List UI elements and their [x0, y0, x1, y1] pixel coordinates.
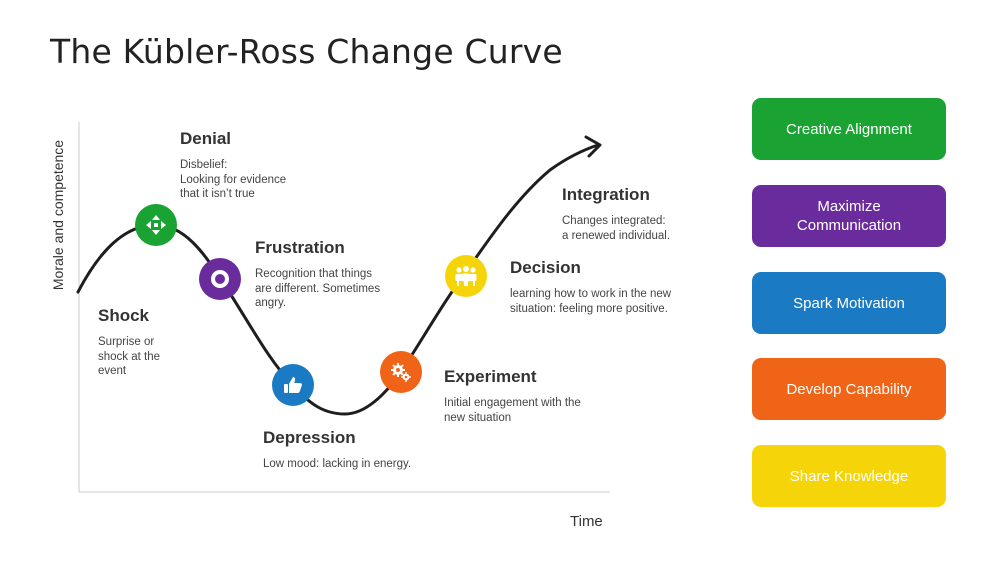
stage-experiment: Experiment Initial engagement with the n…	[444, 367, 581, 425]
stage-frustration-title: Frustration	[255, 238, 345, 257]
maximize-communication-button[interactable]: Maximize Communication	[752, 185, 946, 247]
stage-denial-description: Disbelief: Looking for evidence that it …	[180, 159, 287, 200]
stage-integration: Integration Changes integrated: a renewe…	[562, 185, 670, 243]
creative-alignment-button[interactable]: Creative Alignment	[752, 98, 946, 160]
experiment-node	[380, 351, 422, 393]
denial-node	[135, 204, 177, 246]
stage-frustration-description: Recognition that things are different. S…	[255, 268, 381, 309]
x-axis-label: Time	[570, 513, 603, 530]
decision-node	[445, 255, 487, 297]
stage-decision-title: Decision	[510, 258, 581, 277]
depression-node	[272, 364, 314, 406]
stage-depression-description: Low mood: lacking in energy.	[263, 458, 412, 470]
people-icon	[455, 266, 477, 286]
ring-icon	[211, 270, 229, 288]
stage-shock-description: Surprise or shock at the event	[98, 336, 161, 377]
thumbs-up-icon	[284, 377, 302, 393]
stage-depression-title: Depression	[263, 428, 356, 447]
page-title: The Kübler-Ross Change Curve	[50, 32, 563, 71]
stage-experiment-description: Initial engagement with the new situatio…	[444, 397, 581, 424]
stage-shock-title: Shock	[98, 306, 150, 325]
develop-capability-button[interactable]: Develop Capability	[752, 358, 946, 420]
y-axis-label: Morale and competence	[50, 139, 66, 291]
move-arrows-icon	[146, 215, 166, 235]
share-knowledge-button[interactable]: Share Knowledge	[752, 445, 946, 507]
curve-arrowhead	[584, 135, 602, 158]
stage-decision-description: learning how to work in the new situatio…	[510, 288, 672, 315]
spark-motivation-button[interactable]: Spark Motivation	[752, 272, 946, 334]
stage-decision: Decision learning how to work in the new…	[510, 258, 671, 316]
stage-denial-title: Denial	[180, 129, 232, 148]
gears-icon	[391, 363, 411, 382]
stage-depression: Depression Low mood: lacking in energy.	[263, 428, 411, 472]
stage-integration-description: Changes integrated: a renewed individual…	[562, 215, 671, 242]
stage-experiment-title: Experiment	[444, 367, 537, 386]
stage-frustration: Frustration Recognition that things are …	[255, 238, 380, 311]
stage-shock: Shock Surprise or shock at the event	[98, 306, 160, 379]
stage-denial: Denial Disbelief: Looking for evidence t…	[180, 129, 286, 202]
stage-integration-title: Integration	[562, 185, 650, 204]
frustration-node	[199, 258, 241, 300]
